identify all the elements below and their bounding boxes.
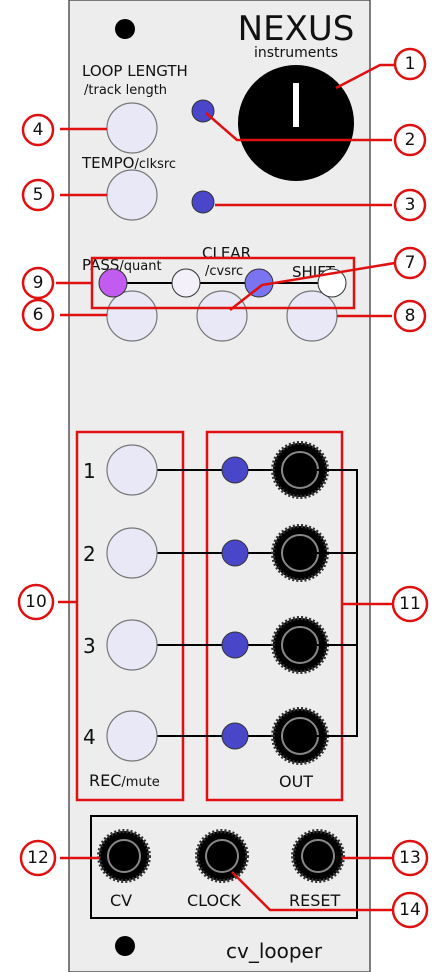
track-led-1 (221, 456, 249, 484)
loop-length-label: LOOP LENGTH (82, 62, 188, 80)
svg-text:12: 12 (27, 848, 49, 868)
callout-12: 12 (19, 839, 57, 877)
rec-section-frame (75, 430, 185, 802)
track-number: 4 (83, 725, 96, 749)
svg-text:9: 9 (33, 273, 44, 293)
mount-hole-bottom (115, 936, 135, 956)
cv-jack-socket (107, 839, 141, 873)
step-led-2 (171, 268, 201, 298)
clear-button[interactable] (196, 290, 248, 342)
svg-text:11: 11 (399, 594, 421, 614)
rec-button-4[interactable] (106, 710, 158, 762)
track-led-2 (221, 539, 249, 567)
svg-text:13: 13 (399, 848, 421, 868)
clear-label: CLEAR (202, 244, 251, 262)
inputs-frame (90, 815, 358, 919)
rec-button-3[interactable] (106, 619, 158, 671)
reset-jack-socket (301, 839, 335, 873)
callout-leaders (56, 63, 396, 912)
svg-text:7: 7 (405, 253, 416, 273)
callout-11: 11 (391, 585, 429, 623)
brand-sub: instruments (254, 45, 338, 61)
svg-text:10: 10 (25, 592, 47, 612)
callout-14: 14 (391, 891, 429, 929)
track-led-3 (221, 631, 249, 659)
callout-4: 4 (21, 113, 55, 147)
tempo-button[interactable] (106, 169, 158, 221)
out-label: OUT (279, 772, 313, 791)
callout-9: 9 (21, 266, 55, 300)
brand-name: NEXUS (238, 9, 355, 49)
callout-10: 10 (17, 583, 55, 621)
loop-length-button[interactable] (106, 102, 158, 154)
track-led-4 (221, 722, 249, 750)
callout-6: 6 (21, 298, 55, 332)
rec-button-2[interactable] (106, 527, 158, 579)
loop-length-alt-label: /track length (84, 83, 167, 98)
module-name: cv_looper (226, 939, 323, 963)
svg-text:4: 4 (33, 120, 44, 140)
callout-1: 1 (393, 47, 427, 81)
callout-13: 13 (391, 839, 429, 877)
svg-text:5: 5 (33, 185, 44, 205)
shift-button[interactable] (286, 290, 338, 342)
tempo-label: TEMPO/clksrc (81, 154, 176, 172)
track-number: 3 (83, 634, 96, 658)
step-led-1 (98, 268, 128, 298)
svg-text:8: 8 (405, 306, 416, 326)
callout-5: 5 (21, 178, 55, 212)
callout-7: 7 (393, 246, 427, 280)
mount-hole-top (115, 19, 135, 39)
svg-text:6: 6 (33, 305, 44, 325)
svg-text:2: 2 (405, 130, 416, 150)
step-led-4 (317, 268, 347, 298)
rec-button-1[interactable] (106, 444, 158, 496)
callout-3: 3 (393, 188, 427, 222)
tempo-led (191, 190, 215, 214)
pass-button[interactable] (106, 290, 158, 342)
svg-text:3: 3 (405, 195, 416, 215)
track-number: 2 (83, 542, 96, 566)
out-section-frame (205, 430, 344, 802)
rec-label: REC/mute (89, 771, 160, 790)
knob-indicator (293, 83, 299, 127)
callout-8: 8 (393, 299, 427, 333)
cv-label: CV (110, 891, 132, 910)
clock-jack-socket (205, 839, 239, 873)
clock-label: CLOCK (187, 891, 241, 910)
track-number: 1 (83, 459, 96, 483)
svg-text:1: 1 (405, 54, 416, 74)
reset-label: RESET (289, 891, 340, 910)
callout-2: 2 (393, 123, 427, 157)
svg-text:14: 14 (399, 900, 421, 920)
clear-alt-label: /cvsrc (205, 264, 243, 279)
